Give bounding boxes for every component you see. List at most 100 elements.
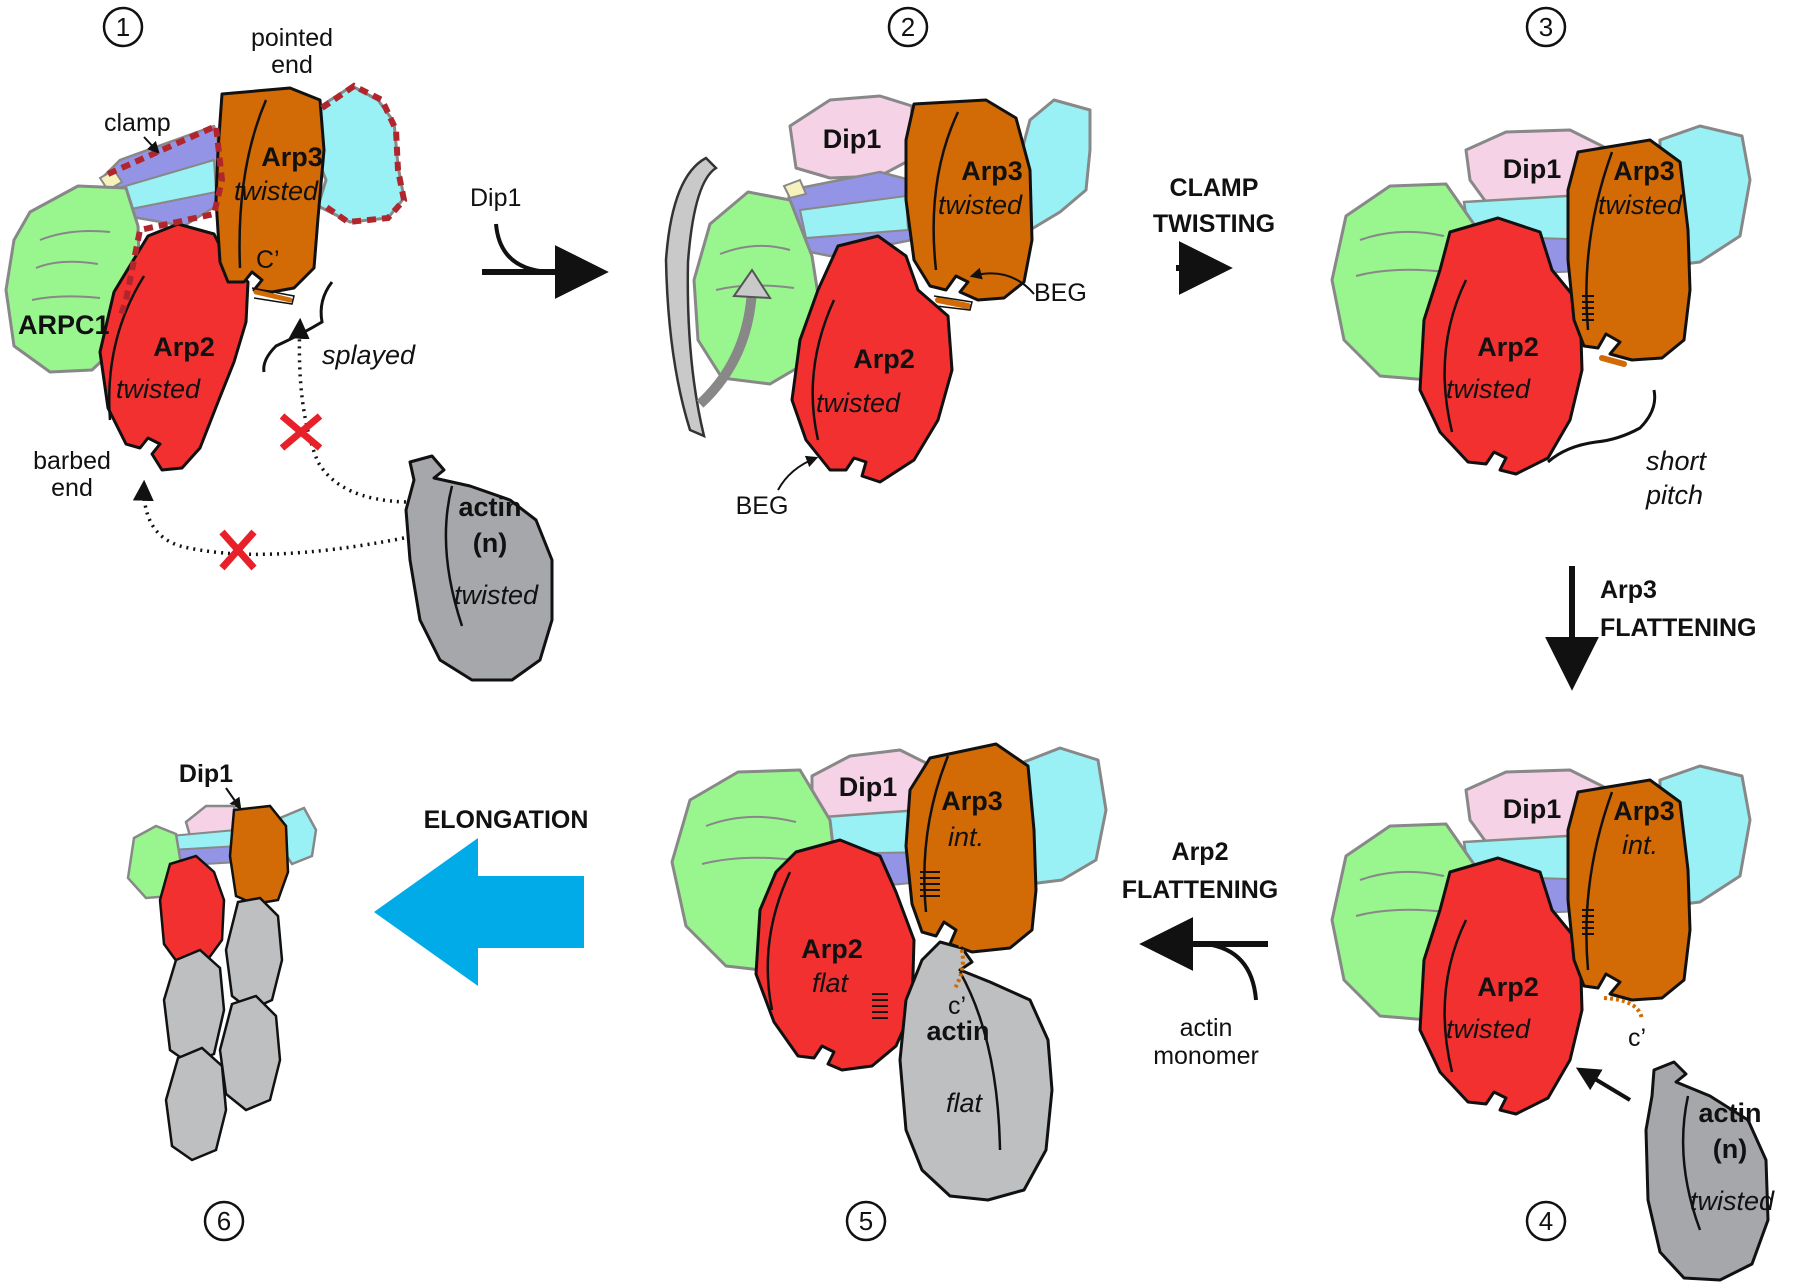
hatch-marks bbox=[920, 871, 940, 897]
actin-filament-subunit bbox=[164, 1046, 228, 1162]
elongation-label: ELONGATION bbox=[424, 806, 589, 834]
pointed-end-label-2: end bbox=[271, 51, 313, 79]
arp2-fold bbox=[1443, 919, 1468, 1073]
cross-icon bbox=[219, 529, 257, 571]
transition-arp2-flattening: Arp2 FLATTENING actin monomer bbox=[1122, 838, 1278, 1070]
elongation-arrow bbox=[374, 838, 584, 986]
arp2-subunit bbox=[1418, 216, 1584, 476]
dip1-label-5: Dip1 bbox=[839, 772, 898, 802]
cross-icon bbox=[279, 413, 323, 451]
panel-6: 6 Dip1 bbox=[126, 760, 318, 1242]
arp3-state-2: twisted bbox=[938, 190, 1023, 220]
arp3-fold bbox=[923, 755, 950, 913]
arp2-name-5: Arp2 bbox=[801, 934, 863, 964]
dip1-label-6: Dip1 bbox=[179, 760, 233, 788]
step-4-number: 4 bbox=[1539, 1206, 1553, 1236]
arp3-c-terminal-tail bbox=[935, 297, 971, 309]
actin-name-5: actin bbox=[926, 1016, 989, 1046]
arp2-name-4: Arp2 bbox=[1477, 972, 1539, 1002]
arp2-state-4: twisted bbox=[1446, 1014, 1531, 1044]
clamp-twisting-line2: TWISTING bbox=[1153, 210, 1275, 238]
beg-bottom-pointer bbox=[777, 455, 819, 491]
arpc1-contour bbox=[1355, 230, 1447, 277]
arp3-flattening-line1: Arp3 bbox=[1600, 576, 1657, 604]
arp3-name-2: Arp3 bbox=[961, 156, 1023, 186]
rotation-band bbox=[664, 156, 718, 439]
barbed-end-label-1: barbed bbox=[33, 447, 111, 475]
c-prime-label-5: c’ bbox=[948, 992, 966, 1020]
dip1-label-3: Dip1 bbox=[1503, 154, 1562, 184]
arp3-c-terminal-dotted bbox=[1603, 996, 1644, 1021]
arp2-state-5: flat bbox=[812, 968, 850, 998]
step-1-number: 1 bbox=[116, 12, 130, 42]
arp2-state-3: twisted bbox=[1446, 374, 1531, 404]
clamp-band bbox=[798, 194, 910, 240]
hatch-marks bbox=[872, 993, 888, 1019]
rotation-arrow bbox=[696, 289, 757, 408]
arp2-flattening-line2: FLATTENING bbox=[1122, 876, 1278, 904]
actin-fold-1 bbox=[444, 485, 464, 627]
arpc1-contour bbox=[31, 230, 111, 301]
step-6-number: 6 bbox=[217, 1206, 231, 1236]
arp2-name-3: Arp2 bbox=[1477, 332, 1539, 362]
arp2-subunit bbox=[158, 854, 226, 968]
dip1-pointer bbox=[225, 787, 242, 810]
step-5-circle bbox=[845, 1200, 887, 1242]
arpc1-contour bbox=[701, 815, 797, 865]
barbed-end-label-2: end bbox=[51, 474, 93, 502]
c-prime-label-4: c’ bbox=[1628, 1024, 1646, 1052]
step-5-number: 5 bbox=[859, 1206, 873, 1236]
arp2-state-1: twisted bbox=[116, 374, 201, 404]
actin-state-1: twisted bbox=[454, 580, 539, 610]
arp3-name-5: Arp3 bbox=[941, 786, 1003, 816]
step-1-circle bbox=[102, 6, 144, 48]
arp3-fold bbox=[238, 99, 268, 269]
actin-monomer-label-1: actin bbox=[1180, 1014, 1233, 1042]
arp3-flattening-line2: FLATTENING bbox=[1600, 614, 1756, 642]
hatch-marks bbox=[1582, 295, 1594, 321]
actin-monomer-5 bbox=[898, 940, 1054, 1202]
actin-monomer-4 bbox=[1644, 1060, 1770, 1282]
transition-elongation: ELONGATION bbox=[374, 806, 588, 986]
dip1-label-2: Dip1 bbox=[823, 124, 882, 154]
arp2-fold bbox=[1443, 279, 1468, 433]
arp3-state-4: int. bbox=[1622, 830, 1658, 860]
clamp-twisting-line1: CLAMP bbox=[1170, 174, 1259, 202]
arp2-subunit bbox=[790, 234, 954, 484]
arpc1-label: ARPC1 bbox=[18, 310, 110, 340]
arp2-name-1: Arp2 bbox=[153, 332, 215, 362]
rotation-arrowhead bbox=[732, 268, 772, 300]
arp3-c-terminal-tail bbox=[1599, 355, 1627, 367]
step-4-circle bbox=[1525, 1200, 1567, 1242]
beg-top-label: BEG bbox=[1034, 279, 1087, 307]
arp3-c-terminal-tail bbox=[253, 289, 293, 303]
actin-state-5: flat bbox=[946, 1088, 984, 1118]
actin-name-4: actin bbox=[1698, 1098, 1761, 1128]
dip1-label-4: Dip1 bbox=[1503, 794, 1562, 824]
arp3-c-terminal-outline bbox=[933, 295, 973, 311]
actin-monomer-label-2: monomer bbox=[1153, 1042, 1259, 1070]
step-2-number: 2 bbox=[901, 12, 915, 42]
panel-1: 1 pointed end clamp Arp3 twisted C’ ARPC… bbox=[4, 6, 554, 682]
arp3-subunit bbox=[228, 804, 290, 906]
panel-4: 4 Dip1 Arp3 int. Arp2 twisted c’ actin (… bbox=[1330, 764, 1775, 1282]
splayed-label: splayed bbox=[322, 340, 416, 370]
arp2-name-2: Arp2 bbox=[853, 344, 915, 374]
arp3-state-5: int. bbox=[948, 822, 984, 852]
panel-2: 2 Dip1 Arp3 twisted BEG Arp2 twisted BEG bbox=[664, 6, 1092, 520]
step-2-circle bbox=[887, 6, 929, 48]
c-prime-label-1: C’ bbox=[256, 246, 280, 274]
step-3-number: 3 bbox=[1539, 12, 1553, 42]
actin-filament-subunit bbox=[224, 896, 284, 1012]
arp2-state-2: twisted bbox=[816, 388, 901, 418]
actin-state-4: twisted bbox=[1690, 1186, 1775, 1216]
panel-3: 3 Dip1 Arp3 twisted Arp2 twisted short p… bbox=[1330, 6, 1752, 510]
step-6-circle bbox=[203, 1200, 245, 1242]
actin-monomer-curve bbox=[1205, 942, 1258, 1001]
actin-monomer-1 bbox=[404, 454, 554, 682]
arp3-name-4: Arp3 bbox=[1613, 796, 1675, 826]
dip1-binding-curve bbox=[494, 223, 551, 274]
arp3-state-3: twisted bbox=[1598, 190, 1683, 220]
arp3-subunit bbox=[904, 98, 1034, 302]
beg-top-pointer bbox=[969, 267, 1035, 295]
